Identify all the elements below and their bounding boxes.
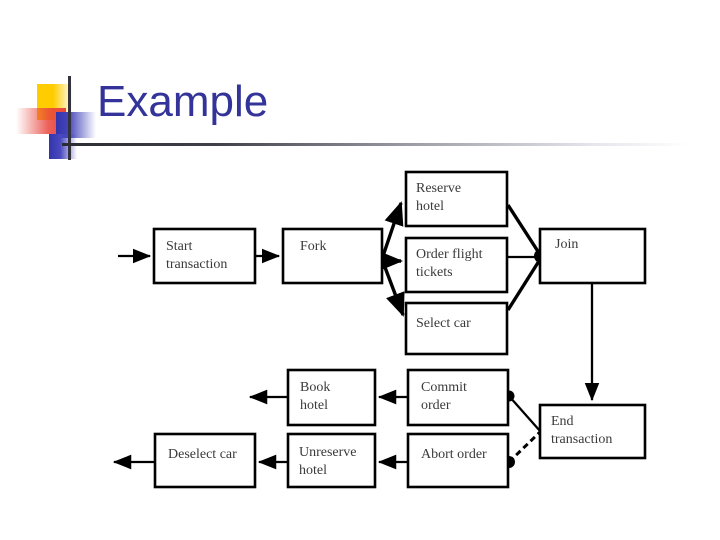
node-label-commit-order-line2: order bbox=[421, 398, 451, 413]
node-label-start-transaction-line2: transaction bbox=[166, 257, 227, 272]
node-select-car[interactable]: Select car bbox=[404, 301, 509, 356]
slide-title-area: Example bbox=[0, 0, 720, 160]
node-label-book-hotel-line1: Book bbox=[300, 380, 330, 395]
node-start-transaction[interactable]: Start transaction bbox=[152, 227, 257, 285]
edge-fork-to-select-car bbox=[381, 261, 405, 317]
node-label-end-transaction-line1: End bbox=[551, 414, 574, 429]
edge-reserve-hotel-to-join bbox=[506, 204, 541, 254]
node-fork[interactable]: Fork bbox=[281, 227, 384, 285]
edge-abort-order-to-end-transaction bbox=[507, 430, 542, 464]
node-label-unreserve-hotel-line2: hotel bbox=[299, 463, 327, 478]
node-commit-order[interactable]: Commit order bbox=[406, 368, 510, 427]
node-unreserve-hotel[interactable]: Unreserve hotel bbox=[286, 432, 377, 489]
node-label-order-flight-tickets-line1: Order flight bbox=[416, 247, 483, 262]
node-reserve-hotel[interactable]: Reserve hotel bbox=[404, 170, 509, 228]
node-label-commit-order-line1: Commit bbox=[421, 380, 467, 395]
decoration-vertical-line bbox=[68, 76, 71, 160]
node-label-start-transaction-line1: Start bbox=[166, 239, 193, 254]
node-order-flight-tickets[interactable]: Order flight tickets bbox=[404, 236, 509, 294]
node-book-hotel[interactable]: Book hotel bbox=[286, 368, 377, 427]
edge-select-car-to-join bbox=[506, 260, 541, 311]
node-label-fork: Fork bbox=[300, 239, 326, 254]
decoration-blue-square-lower bbox=[49, 134, 77, 159]
node-label-join: Join bbox=[555, 237, 578, 252]
node-abort-order[interactable]: Abort order bbox=[406, 432, 510, 489]
edge-fork-to-reserve-hotel bbox=[381, 201, 404, 257]
node-label-reserve-hotel-line1: Reserve bbox=[416, 181, 461, 196]
decoration-blue-square bbox=[56, 112, 96, 138]
node-deselect-car[interactable]: Deselect car bbox=[153, 432, 257, 489]
title-divider-rule bbox=[62, 143, 690, 146]
edge-commit-order-to-end-transaction bbox=[508, 395, 541, 432]
node-label-select-car: Select car bbox=[416, 316, 471, 331]
node-label-end-transaction-line2: transaction bbox=[551, 432, 612, 447]
node-join[interactable]: Join bbox=[538, 227, 647, 285]
node-end-transaction[interactable]: End transaction bbox=[538, 403, 647, 460]
page-title: Example bbox=[97, 77, 269, 126]
node-label-abort-order: Abort order bbox=[421, 447, 487, 462]
node-label-reserve-hotel-line2: hotel bbox=[416, 199, 444, 214]
node-label-unreserve-hotel-line1: Unreserve bbox=[299, 445, 357, 460]
node-label-book-hotel-line2: hotel bbox=[300, 398, 328, 413]
node-label-order-flight-tickets-line2: tickets bbox=[416, 265, 453, 280]
node-label-deselect-car: Deselect car bbox=[168, 447, 237, 462]
